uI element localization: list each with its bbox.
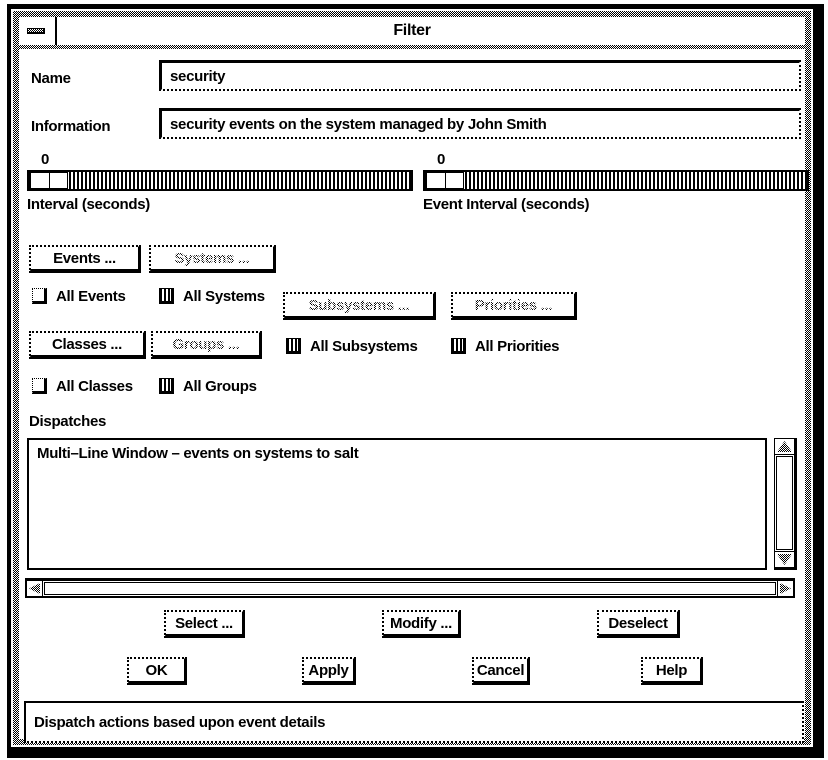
event-interval-slider-track[interactable] — [423, 170, 809, 191]
priorities-button: Priorities ... — [451, 292, 577, 320]
scroll-up-button[interactable] — [775, 439, 794, 455]
systems-button: Systems ... — [149, 245, 276, 273]
all-groups-checkbox-row[interactable]: All Groups — [159, 377, 257, 395]
filter-dialog: Filter Name Information 0 Interval (seco… — [19, 17, 809, 743]
status-bar: Dispatch actions based upon event detail… — [24, 701, 804, 743]
all-events-checkbox[interactable] — [32, 288, 47, 304]
interval-slider-label: Interval (seconds) — [27, 196, 150, 213]
window-title: Filter — [393, 22, 431, 39]
all-classes-label: All Classes — [56, 377, 133, 395]
all-priorities-checkbox[interactable] — [451, 338, 466, 354]
dispatches-vertical-scrollbar[interactable] — [774, 438, 797, 570]
horizontal-scrollbar-thumb[interactable] — [44, 582, 776, 595]
dialog-content: Name Information 0 Interval (seconds) 0 — [19, 49, 809, 743]
scroll-right-arrow-icon — [780, 583, 791, 594]
subsystems-button-label: Subsystems ... — [305, 297, 414, 314]
cancel-button-label: Cancel — [476, 661, 525, 679]
events-button[interactable]: Events ... — [29, 245, 141, 273]
all-subsystems-checkbox-row[interactable]: All Subsystems — [286, 337, 418, 355]
information-label: Information — [31, 118, 111, 135]
window-frame: Filter Name Information 0 Interval (seco… — [13, 11, 811, 745]
cancel-button[interactable]: Cancel — [472, 657, 530, 685]
all-classes-checkbox-row[interactable]: All Classes — [32, 377, 133, 395]
dispatches-horizontal-scrollbar[interactable] — [25, 578, 795, 598]
scroll-left-arrow-icon — [29, 583, 40, 594]
event-interval-slider-thumb[interactable] — [426, 172, 464, 189]
status-bar-message: Dispatch actions based upon event detail… — [34, 713, 326, 731]
all-groups-checkbox[interactable] — [159, 378, 174, 394]
dispatches-list[interactable]: Multi–Line Window – events on systems to… — [27, 438, 767, 570]
name-label: Name — [31, 70, 71, 87]
help-button[interactable]: Help — [641, 657, 703, 685]
classes-button-label: Classes ... — [51, 335, 123, 353]
window-menu-dash-icon — [27, 28, 45, 34]
scroll-left-button[interactable] — [27, 581, 43, 596]
interval-slider-value: 0 — [41, 151, 50, 168]
select-button-label: Select ... — [175, 614, 233, 632]
classes-button[interactable]: Classes ... — [29, 331, 146, 359]
all-events-label: All Events — [56, 287, 126, 305]
window-menu-button[interactable] — [19, 17, 57, 45]
ok-button[interactable]: OK — [127, 657, 187, 685]
all-events-checkbox-row[interactable]: All Events — [32, 287, 126, 305]
interval-slider-thumb[interactable] — [30, 172, 68, 189]
subsystems-button: Subsystems ... — [283, 292, 436, 320]
screenshot-border: Filter Name Information 0 Interval (seco… — [7, 4, 824, 758]
all-subsystems-label: All Subsystems — [310, 337, 418, 355]
all-groups-label: All Groups — [183, 377, 257, 395]
vertical-scrollbar-thumb[interactable] — [776, 456, 793, 550]
list-item[interactable]: Multi–Line Window – events on systems to… — [37, 445, 359, 462]
titlebar[interactable]: Filter — [19, 17, 805, 45]
all-systems-label: All Systems — [183, 287, 265, 305]
events-button-label: Events ... — [53, 249, 116, 267]
modify-button-label: Modify ... — [390, 614, 452, 632]
information-field[interactable] — [159, 108, 801, 139]
interval-slider[interactable]: 0 Interval (seconds) — [27, 151, 413, 213]
help-button-label: Help — [655, 661, 688, 679]
deselect-button[interactable]: Deselect — [597, 610, 680, 638]
event-interval-slider-value: 0 — [437, 151, 446, 168]
scroll-right-button[interactable] — [777, 581, 793, 596]
event-interval-slider-label: Event Interval (seconds) — [423, 196, 590, 213]
all-subsystems-checkbox[interactable] — [286, 338, 301, 354]
deselect-button-label: Deselect — [608, 614, 668, 632]
priorities-button-label: Priorities ... — [471, 297, 557, 314]
titlebar-divider — [19, 45, 805, 49]
scroll-up-arrow-icon — [777, 441, 792, 452]
all-classes-checkbox[interactable] — [32, 378, 47, 394]
all-systems-checkbox-row[interactable]: All Systems — [159, 287, 265, 305]
all-priorities-label: All Priorities — [475, 337, 560, 355]
modify-button[interactable]: Modify ... — [382, 610, 461, 638]
name-field[interactable] — [159, 60, 801, 91]
all-priorities-checkbox-row[interactable]: All Priorities — [451, 337, 559, 355]
event-interval-slider[interactable]: 0 Event Interval (seconds) — [423, 151, 809, 213]
apply-button[interactable]: Apply — [302, 657, 356, 685]
groups-button: Groups ... — [151, 331, 262, 359]
groups-button-label: Groups ... — [168, 336, 243, 353]
systems-button-label: Systems ... — [170, 250, 253, 267]
scroll-down-button[interactable] — [775, 551, 794, 567]
all-systems-checkbox[interactable] — [159, 288, 174, 304]
apply-button-label: Apply — [308, 661, 349, 679]
ok-button-label: OK — [145, 661, 168, 679]
scroll-down-arrow-icon — [777, 554, 792, 565]
interval-slider-track[interactable] — [27, 170, 413, 191]
select-button[interactable]: Select ... — [164, 610, 245, 638]
dispatches-label: Dispatches — [29, 413, 107, 430]
